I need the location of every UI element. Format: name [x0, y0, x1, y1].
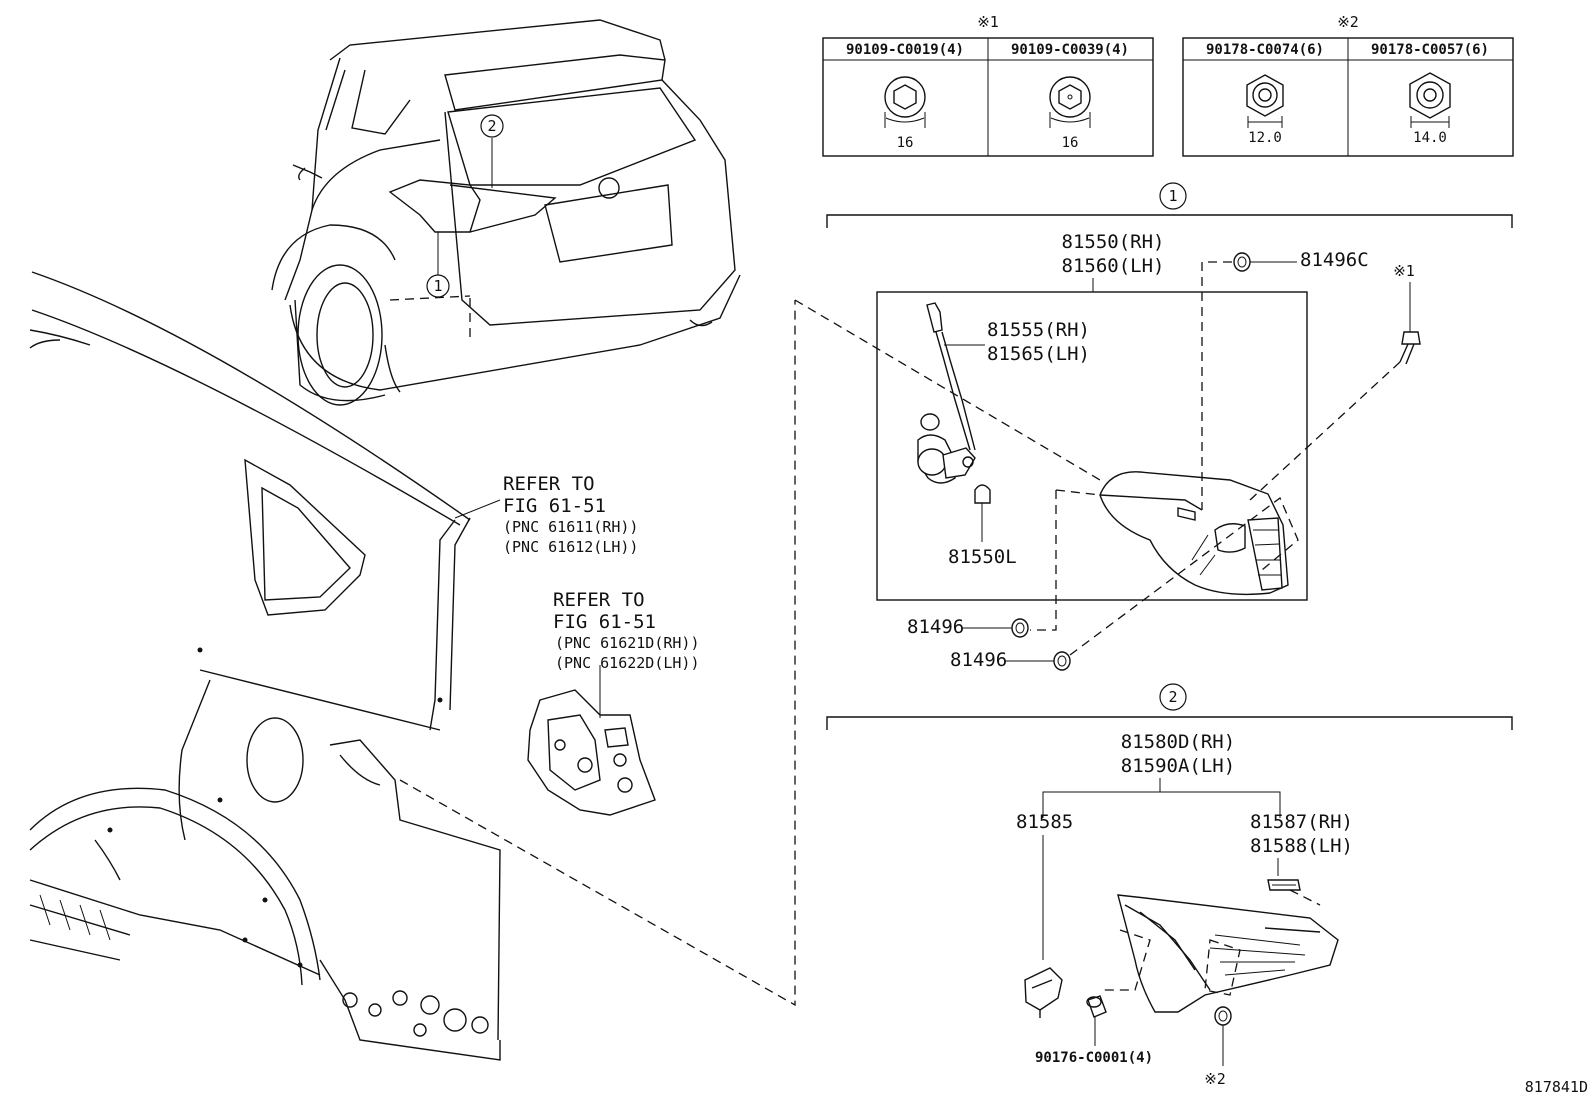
- note-mark: ※1: [977, 13, 999, 31]
- fastener-table-group2: ※2 90178-C0074(6) 90178-C0057(6) 12.0 14…: [1182, 13, 1514, 157]
- section-one-header: 1: [826, 182, 1513, 228]
- inner-panel-drawing: [527, 665, 656, 816]
- lamp-socket-icon: [1024, 967, 1063, 1018]
- refer-line: (PNC 61612(LH)): [503, 538, 638, 556]
- fastener-part-number: 90178-C0074(6): [1206, 42, 1324, 58]
- fastener-part-number: 90109-C0019(4): [846, 42, 964, 58]
- fastener-part-number: 90109-C0039(4): [1011, 42, 1129, 58]
- part-label-nut-top: 81496C: [1300, 249, 1369, 271]
- callout-one-overview: 1: [426, 274, 450, 298]
- hex-socket-bolt-icon: [884, 76, 926, 128]
- callout-label: 2: [1168, 688, 1177, 706]
- fastener-part-number: 90178-C0057(6): [1371, 42, 1489, 58]
- inner-lamp-assembly-drawing: [1117, 894, 1339, 1013]
- wedge-bulb-icon: [1086, 995, 1107, 1018]
- part-label-assy-lh: 81560(LH): [1062, 255, 1165, 277]
- figure-id: 817841D: [1525, 1078, 1588, 1096]
- section-two-header: 2: [826, 683, 1513, 730]
- part-label-bulb: 81550L: [948, 546, 1017, 568]
- section-one-parts: [917, 252, 1421, 671]
- nut-icon: [1214, 1006, 1232, 1026]
- nut-icon-top: [1233, 252, 1251, 272]
- part-label-nut-b: 81496: [950, 649, 1007, 671]
- fastener-size: 12.0: [1248, 130, 1282, 146]
- refer-line: REFER TO: [503, 473, 595, 495]
- part-label-assy-rh: 81580D(RH): [1121, 731, 1235, 753]
- nut-icon-b: [1053, 651, 1071, 671]
- part-label-socket: 81585: [1016, 811, 1073, 833]
- refer-line: (PNC 61622D(LH)): [555, 654, 700, 672]
- part-label-assy-lh: 81590A(LH): [1121, 755, 1235, 777]
- part-label-assy-rh: 81550(RH): [1062, 231, 1165, 253]
- fastener-size: 14.0: [1413, 130, 1447, 146]
- refer-line: REFER TO: [553, 589, 645, 611]
- note-mark: ※2: [1204, 1070, 1226, 1088]
- section-two-parts: [1024, 879, 1339, 1026]
- note-mark: ※2: [1337, 13, 1359, 31]
- callout-label: 1: [1168, 187, 1177, 205]
- hex-socket-bolt-icon: [1049, 76, 1091, 128]
- note-mark: ※1: [1393, 262, 1415, 280]
- gasket-icon: [1267, 879, 1301, 891]
- section-two-labels: 81580D(RH) 81590A(LH) 81585 81587(RH) 81…: [1016, 731, 1353, 1088]
- refer-note-2: REFER TO FIG 61-51 (PNC 61621D(RH)) (PNC…: [553, 589, 700, 672]
- part-label-nut-a: 81496: [907, 616, 964, 638]
- part-label-bulb: 90176-C0001(4): [1035, 1050, 1153, 1066]
- hex-nut-icon: [1246, 74, 1284, 128]
- quarter-panel-drawing: [29, 271, 1101, 1061]
- callout-label: 1: [433, 277, 442, 295]
- refer-note-1: REFER TO FIG 61-51 (PNC 61611(RH)) (PNC …: [503, 473, 638, 556]
- part-label-socket-lh: 81565(LH): [987, 343, 1090, 365]
- fastener-size: 16: [1062, 135, 1079, 151]
- refer-line: FIG 61-51: [553, 611, 656, 633]
- bulb-icon: [974, 484, 991, 504]
- refer-line: (PNC 61621D(RH)): [555, 634, 700, 652]
- part-label-socket-rh: 81555(RH): [987, 319, 1090, 341]
- callout-label: 2: [487, 117, 496, 135]
- fastener-table-group1: ※1 90109-C0019(4) 90109-C0039(4) 16 16: [822, 13, 1154, 157]
- part-label-gasket-lh: 81588(LH): [1250, 835, 1353, 857]
- refer-line: (PNC 61611(RH)): [503, 518, 638, 536]
- section-one-labels: 81550(RH) 81560(LH) 81555(RH) 81565(LH) …: [876, 231, 1415, 671]
- fastener-size: 16: [897, 135, 914, 151]
- callout-two-overview: 2: [480, 114, 504, 138]
- hex-nut-icon: [1409, 72, 1451, 128]
- vehicle-rear-view: [271, 19, 741, 406]
- nut-icon-a: [1011, 618, 1029, 638]
- lamp-socket-wire-drawing: [917, 302, 976, 484]
- tail-lamp-assembly-drawing: [1099, 471, 1289, 596]
- refer-line: FIG 61-51: [503, 495, 606, 517]
- bolt-icon: [1399, 331, 1421, 365]
- part-label-gasket-rh: 81587(RH): [1250, 811, 1353, 833]
